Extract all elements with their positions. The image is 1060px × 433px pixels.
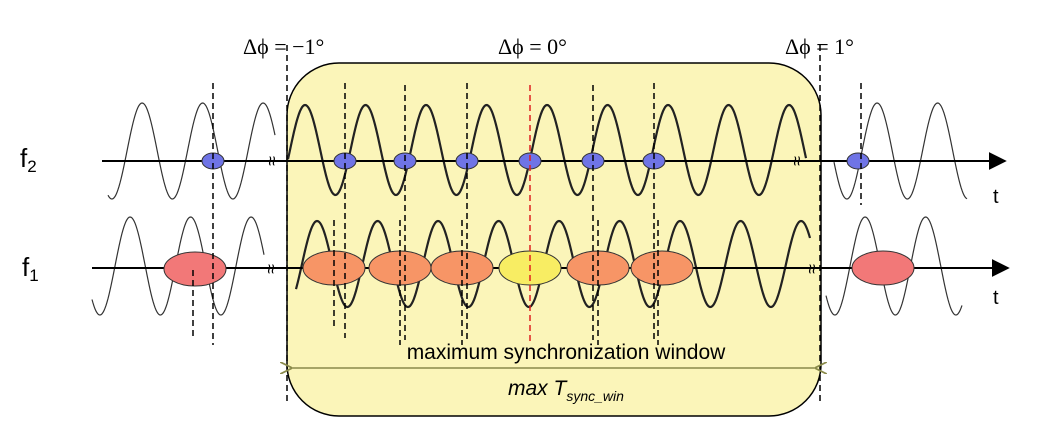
phase-zero-label: Δϕ = 0° xyxy=(498,34,567,59)
f2-sample-marker xyxy=(846,152,870,170)
signal-waves xyxy=(91,102,968,316)
phase-minus-label: Δϕ = −1° xyxy=(243,34,324,59)
f2-wave-left xyxy=(107,102,276,200)
tsync-caption: max Tsync_win xyxy=(508,377,624,404)
f1-label: f1 xyxy=(22,252,39,285)
f1-sample-marker xyxy=(630,250,694,286)
t-axis-label-top: t xyxy=(993,186,999,208)
window-caption: maximum synchronization window xyxy=(407,341,726,364)
f1-sample-marker xyxy=(368,250,432,286)
t-axis-label-bottom: t xyxy=(993,287,999,309)
f2-wave-right xyxy=(833,102,968,200)
f1-sample-marker xyxy=(566,250,630,286)
axis-break-mark: ≈ xyxy=(802,264,822,274)
f1-wave-right xyxy=(825,216,963,316)
f1-outside-marker-left xyxy=(163,251,227,287)
f1-sample-marker xyxy=(430,250,494,286)
f2-label: f2 xyxy=(20,143,37,176)
axis-break-mark: ≈ xyxy=(787,156,807,166)
f2-wave-main xyxy=(286,103,808,197)
f1-wave-left xyxy=(91,216,265,316)
axis-break-mark: ≈ xyxy=(261,264,281,274)
phase-plus-label: Δϕ = 1° xyxy=(785,34,854,59)
f1-outside-marker-right xyxy=(851,250,915,286)
axis-break-mark: ≈ xyxy=(262,156,282,166)
f1-wave-main xyxy=(294,219,812,309)
f1-sample-marker xyxy=(302,250,366,286)
phase-dashed-lines xyxy=(192,45,862,405)
